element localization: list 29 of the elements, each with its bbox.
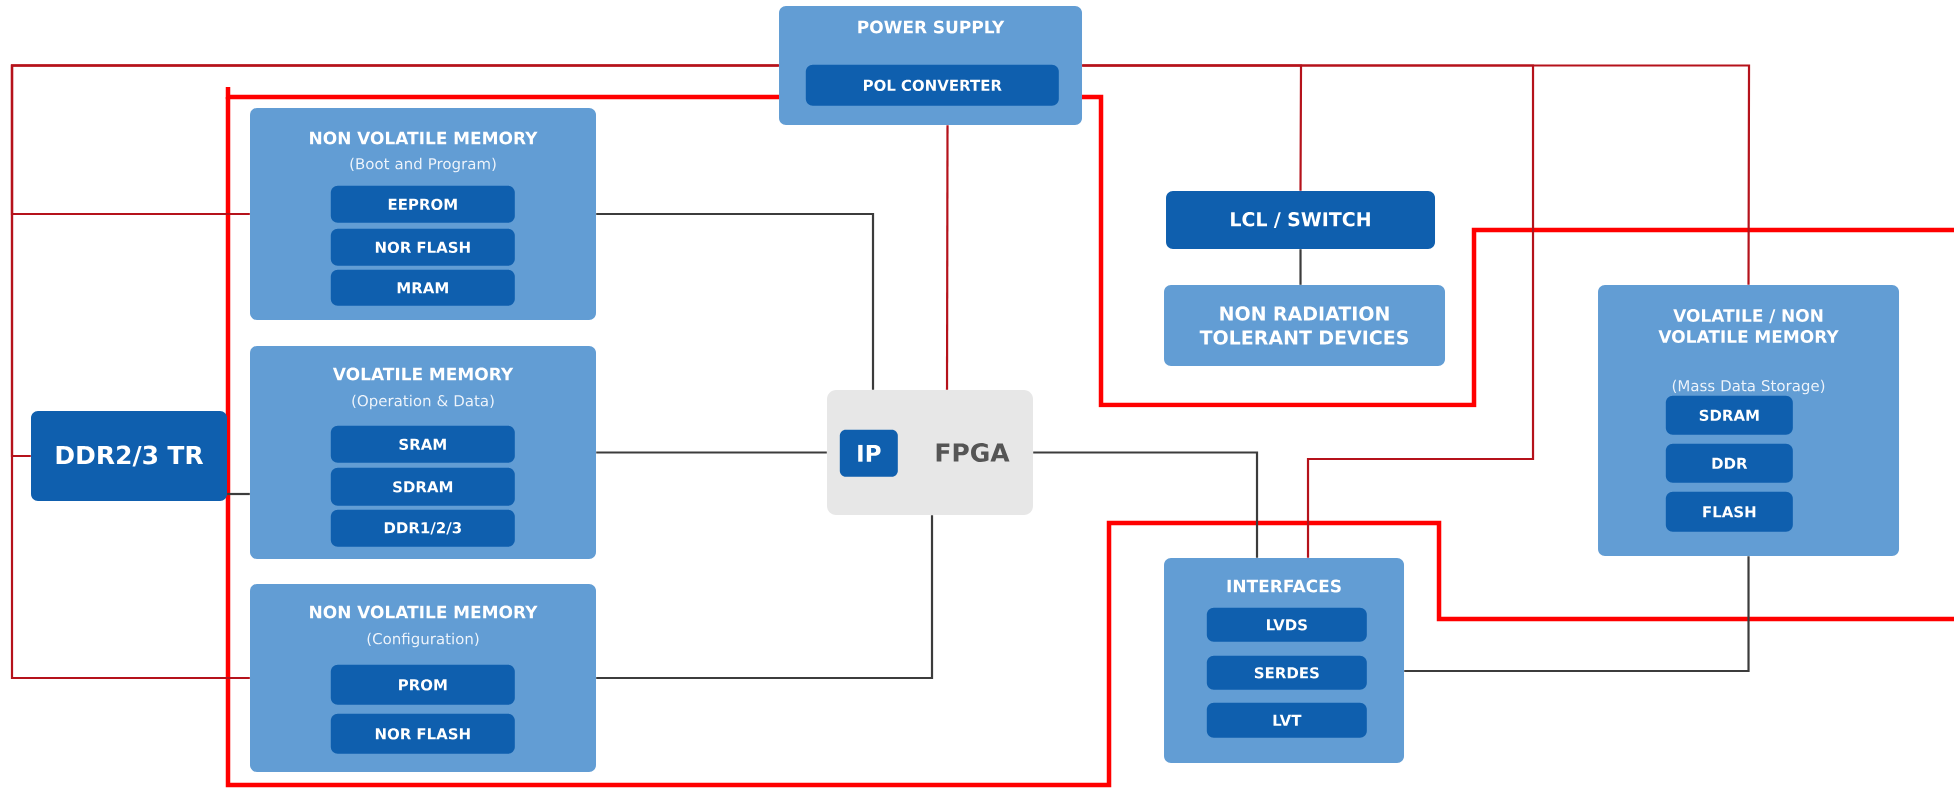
chip-box: NOR FLASH [330,228,515,266]
block-box: DDR2/3 TR [31,411,227,501]
chip-box: EEPROM [330,185,515,223]
chip-box: MRAM [330,269,515,306]
chip-box: PROM [330,664,515,705]
chip-box: FLASH [1665,491,1793,532]
connector-line [596,451,827,454]
connector-line [10,64,779,680]
block-box: LCL / SWITCH [1166,191,1435,249]
ip-badge: IP [839,429,898,477]
chip-box: DDR [1665,443,1793,483]
connector-line [1404,556,1750,673]
chip-box: SDRAM [1665,395,1793,435]
chip-box: LVT [1206,702,1367,738]
chip-box: SRAM [330,425,515,463]
chip-box: POL CONVERTER [805,64,1059,106]
chip-box: NOR FLASH [330,713,515,754]
connector-line [596,515,934,680]
connector-line [945,125,949,390]
chip-box: SERDES [1206,655,1367,690]
connector-line [1299,249,1302,285]
chip-box: SDRAM [330,467,515,506]
connector-line [596,212,875,390]
chip-box: DDR1/2/3 [330,509,515,547]
connector-line [227,492,250,496]
connector-line [1033,451,1259,558]
panel-box: NON RADIATION TOLERANT DEVICES [1164,285,1445,366]
connector-line [1082,64,1751,285]
chip-box: LVDS [1206,607,1367,642]
